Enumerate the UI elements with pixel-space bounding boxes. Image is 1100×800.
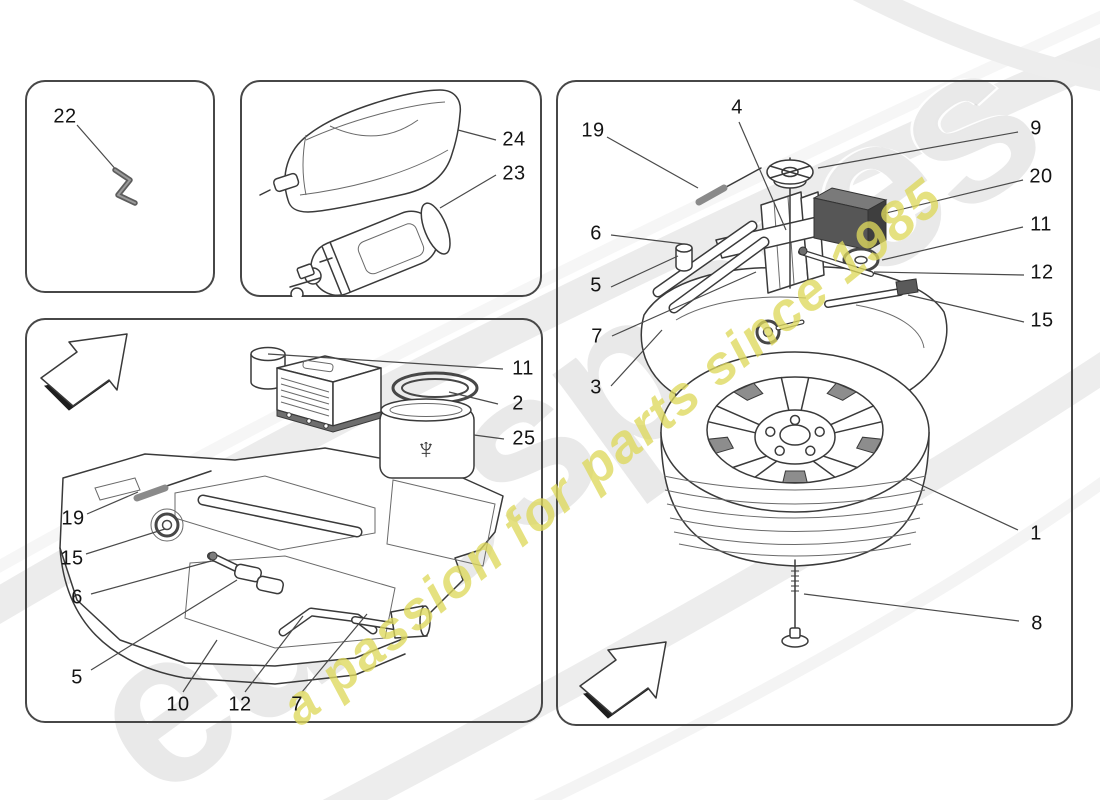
compressor-dark [812, 187, 888, 251]
callout-3-wheel: 3 [590, 376, 602, 399]
direction-arrow-icon [579, 641, 667, 719]
thin-rod [798, 246, 874, 277]
callout-15-wheel: 15 [1030, 309, 1054, 332]
cartridge-valve [289, 257, 333, 297]
callout-8-wheel: 8 [1031, 612, 1043, 635]
panel-wheel-brace [25, 80, 215, 293]
panel-spare-wheel [556, 80, 1073, 726]
callout-12-tray: 12 [228, 693, 252, 716]
screwdriver-kit [695, 167, 762, 206]
wheel-brace-tool [112, 167, 138, 206]
wing-nut-cap [766, 159, 814, 189]
small-cylinders [234, 563, 284, 595]
callout-6-tray: 6 [71, 586, 83, 609]
callout-7-tray: 7 [291, 693, 303, 716]
panel-bag-and-cartridge [240, 80, 542, 297]
callout-24: 24 [502, 128, 526, 151]
tool-bag [379, 398, 475, 479]
spare-wheel-art [579, 121, 1025, 719]
callout-7-wheel: 7 [591, 325, 603, 348]
callout-23: 23 [502, 162, 526, 185]
callout-5-tray: 5 [71, 666, 83, 689]
callout-9-wheel: 9 [1030, 117, 1042, 140]
spare-wheel [660, 351, 930, 567]
long-tube [197, 494, 363, 538]
bag-and-cartridge-art [259, 89, 497, 297]
rim-wedges [707, 382, 883, 483]
wrench-dark-tip [824, 278, 919, 308]
wheel-spokes [707, 376, 883, 478]
callout-2-tray: 2 [512, 392, 524, 415]
callout-19-tray: 19 [61, 507, 85, 530]
direction-arrow-icon [40, 333, 128, 411]
small-cylinder [675, 243, 693, 272]
callout-12-wheel: 12 [1030, 261, 1054, 284]
long-tubes [652, 220, 770, 314]
tool-tray-art [40, 333, 505, 693]
screwdriver [133, 470, 212, 502]
wheel-brace-art [76, 124, 138, 206]
callout-25-tray: 25 [512, 427, 536, 450]
callout-15-tray: 15 [60, 547, 84, 570]
bag-zipper [259, 172, 300, 196]
soft-bag [259, 89, 462, 213]
eyelet-ring [755, 319, 805, 345]
callout-11-wheel: 11 [1030, 213, 1052, 236]
callout-20-wheel: 20 [1029, 165, 1053, 188]
callout-22: 22 [53, 105, 77, 128]
callout-4-wheel: 4 [731, 96, 743, 119]
callout-1-wheel: 1 [1030, 522, 1042, 545]
maserati-trident-icon: ♆ [414, 433, 438, 466]
callout-6-wheel: 6 [590, 222, 602, 245]
callout-5-wheel: 5 [590, 274, 602, 297]
callout-11-tray: 11 [512, 357, 534, 380]
compressor-unit [276, 355, 382, 433]
wheel-hub [754, 409, 836, 465]
panel-tool-tray [25, 318, 543, 723]
gas-cartridge [289, 202, 451, 297]
callout-19-wheel: 19 [581, 119, 605, 142]
tow-eyelet [154, 512, 180, 538]
retaining-bolt [781, 559, 809, 648]
callout-10-tray: 10 [166, 693, 190, 716]
